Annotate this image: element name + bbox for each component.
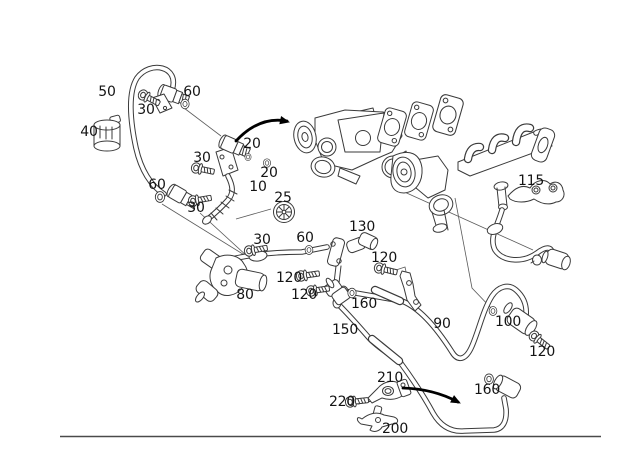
part-label-20-2: 20 (260, 165, 278, 181)
elbow-130-art (346, 232, 379, 254)
cap-25-art (273, 201, 295, 223)
direction-arrows (234, 116, 461, 404)
fitting-100-art (503, 302, 538, 336)
union-fitting-art (323, 277, 351, 306)
part-label-160-1: 160 (350, 296, 378, 312)
part-label-120-4: 120 (528, 344, 556, 360)
coolant-pipe-115-art (486, 180, 571, 271)
clamp-40-art (93, 114, 121, 152)
part-label-120-3: 120 (290, 287, 318, 303)
part-label-115: 115 (517, 173, 545, 189)
pipe-90-art (339, 270, 529, 361)
part-label-60-3: 60 (296, 230, 314, 246)
junction-80-art (195, 237, 346, 303)
part-label-90: 90 (433, 316, 451, 332)
part-label-40: 40 (80, 124, 98, 140)
pipe-150-art (332, 297, 509, 434)
pipe-10-art (202, 133, 252, 225)
part-label-200: 200 (381, 421, 409, 437)
part-label-20-1: 20 (243, 136, 261, 152)
part-label-130: 130 (348, 219, 376, 235)
part-label-30-1: 30 (137, 102, 155, 118)
part-label-30-3: 30 (187, 200, 205, 216)
part-label-160-2: 160 (473, 382, 501, 398)
bolt-30-icon (135, 87, 269, 258)
part-label-10: 10 (249, 179, 267, 195)
part-label-25: 25 (274, 190, 292, 206)
part-label-60-2: 60 (148, 177, 166, 193)
part-label-30-4: 30 (253, 232, 271, 248)
part-label-80: 80 (236, 287, 254, 303)
part-label-120-2: 120 (275, 270, 303, 286)
turbocharger-2-art (390, 123, 556, 233)
clamp-200-art (356, 405, 399, 432)
fitting-160-art (492, 374, 522, 399)
part-label-60-1: 60 (183, 84, 201, 100)
part-label-50: 50 (98, 84, 116, 100)
part-label-120-1: 120 (370, 250, 398, 266)
part-label-100: 100 (494, 314, 522, 330)
part-label-150: 150 (331, 322, 359, 338)
part-label-30-2: 30 (193, 150, 211, 166)
part-label-220: 220 (328, 394, 356, 410)
part-label-210: 210 (376, 370, 404, 386)
